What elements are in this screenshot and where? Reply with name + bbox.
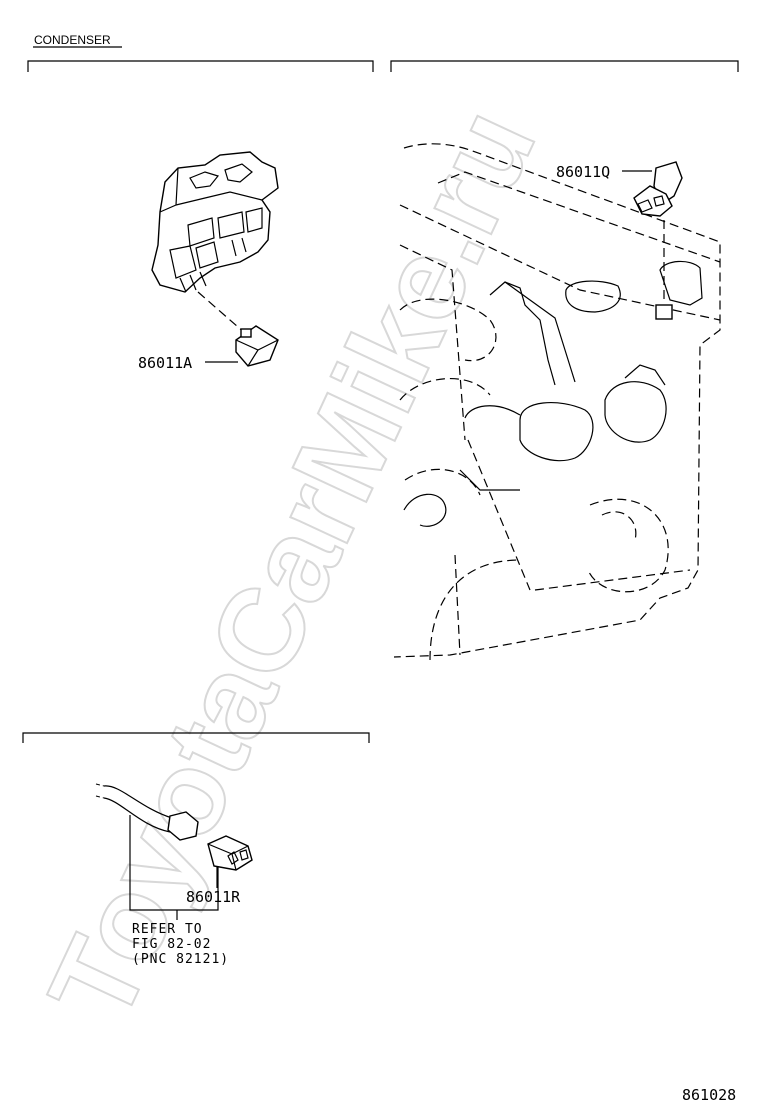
- watermark: ToyotaCarMike.ru: [24, 90, 561, 1041]
- wire-harness-illustration: [95, 783, 199, 841]
- relay-86011a[interactable]: [235, 325, 279, 367]
- refer-note-line3[interactable]: (PNC 82121): [132, 952, 229, 967]
- bracket-top-left: [27, 60, 374, 72]
- refer-note-line1: REFER TO: [132, 922, 203, 937]
- figure-number: 861028: [682, 1086, 736, 1104]
- refer-bracket: [129, 815, 219, 911]
- refer-note-line2: FIG 82-02: [132, 937, 211, 952]
- connector-86011r[interactable]: [207, 835, 253, 871]
- leader-dash-a: [197, 291, 247, 335]
- bracket-top-right: [390, 60, 739, 72]
- junction-block-illustration: [151, 151, 279, 293]
- callout-86011a[interactable]: 86011A: [138, 354, 192, 372]
- engine-illustration: [393, 143, 721, 661]
- bracket-bottom-left: [22, 732, 370, 743]
- section-title: CONDENSER: [34, 33, 111, 47]
- sensor-86011q[interactable]: [633, 161, 683, 217]
- callout-86011r[interactable]: 86011R: [186, 888, 241, 906]
- callout-86011q[interactable]: 86011Q: [556, 163, 610, 181]
